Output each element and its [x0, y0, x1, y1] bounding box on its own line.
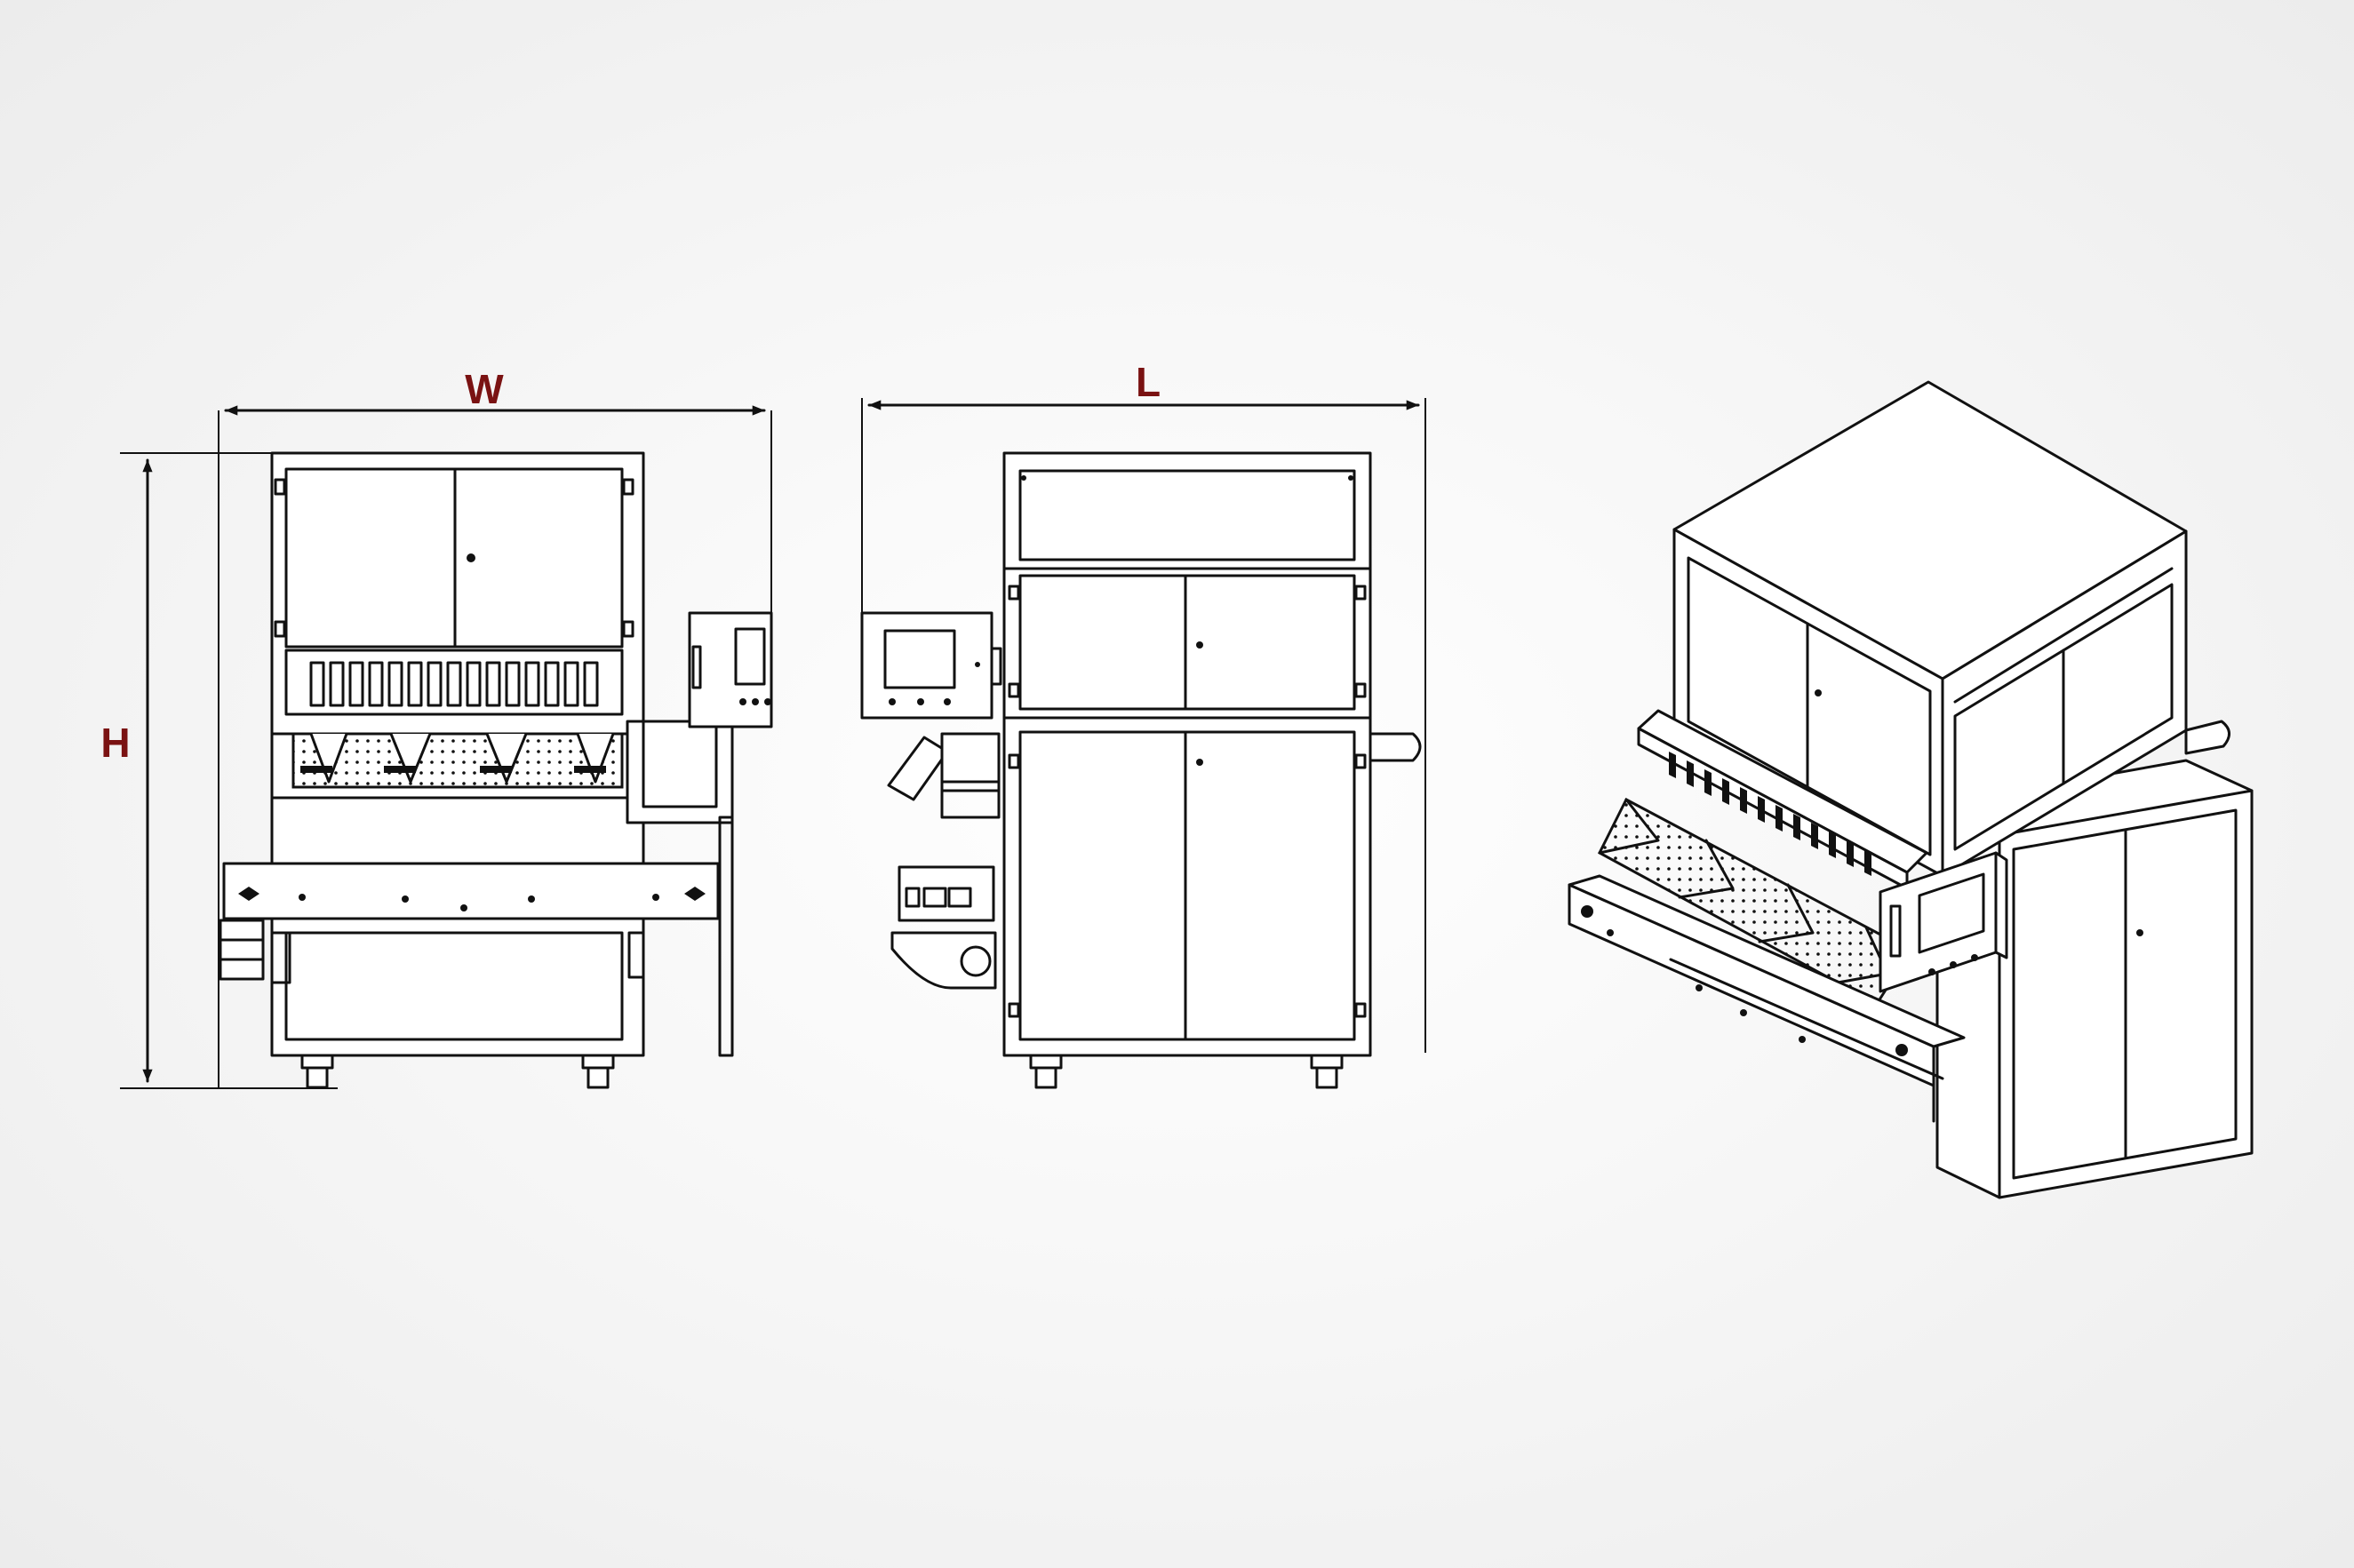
front-view	[219, 451, 773, 1089]
front-motor	[219, 919, 265, 981]
side-control-box	[860, 611, 993, 720]
dimension-annotations	[120, 398, 1426, 1089]
iso-dosing-heads	[1669, 752, 1871, 876]
height-label: H	[100, 720, 130, 766]
front-outfeed-conveyor	[222, 862, 720, 920]
length-label: L	[1136, 359, 1161, 405]
width-label: W	[465, 366, 504, 412]
isometric-view	[1568, 380, 2254, 1199]
front-control-box	[688, 611, 773, 728]
dosing-heads	[309, 661, 599, 707]
side-view	[860, 451, 1422, 1089]
